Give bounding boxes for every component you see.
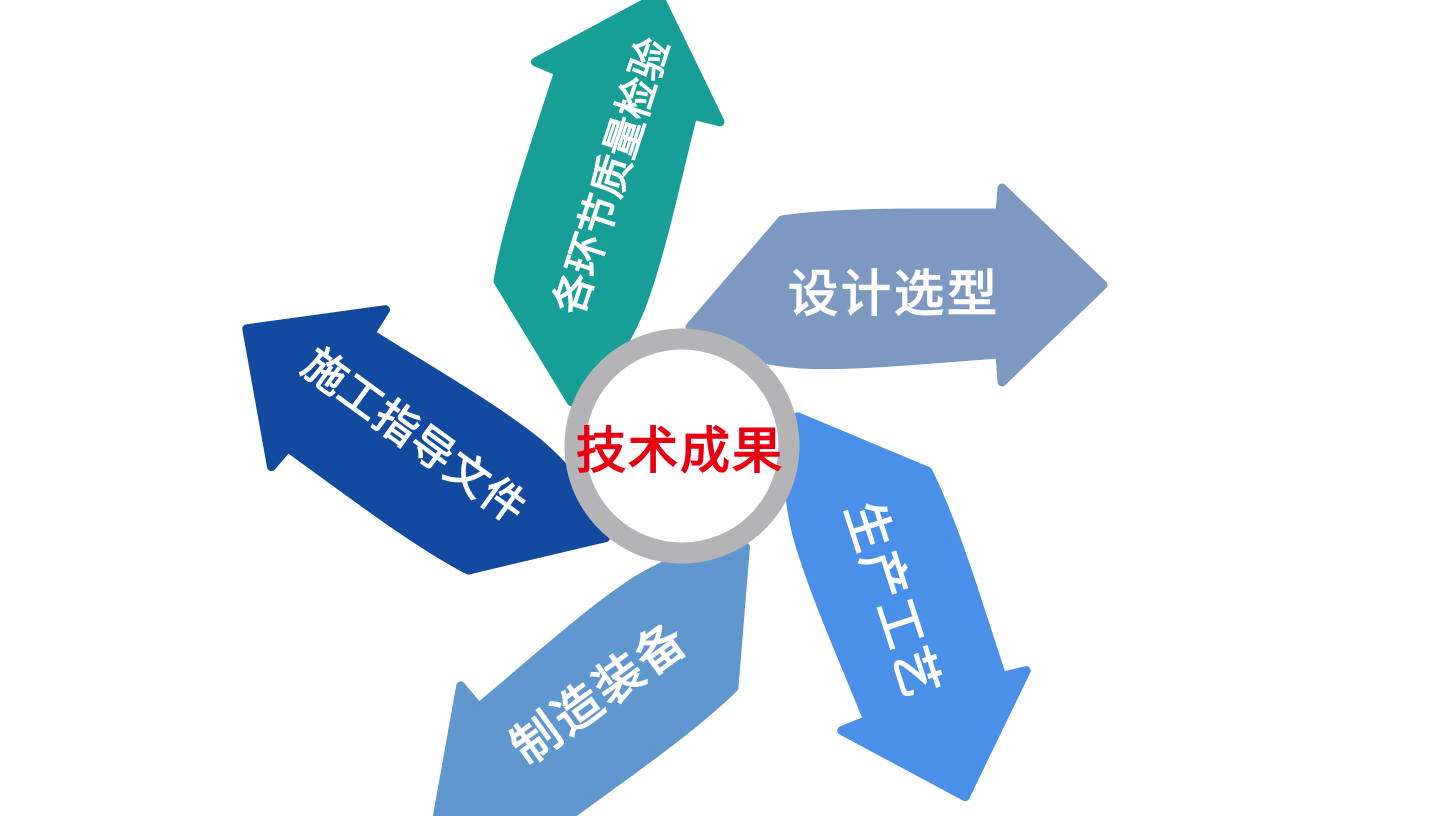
arrow-label-design-selection: 设计选型 bbox=[788, 265, 1000, 323]
arrow-production-process: 生产工艺 bbox=[745, 374, 1057, 816]
center-circle bbox=[564, 328, 800, 564]
arrow-quality-inspection: 各环节质量检验 bbox=[439, 0, 751, 419]
arrow-design-selection: 设计选型 bbox=[690, 188, 1103, 382]
center-label: 技术成果 bbox=[576, 422, 784, 480]
